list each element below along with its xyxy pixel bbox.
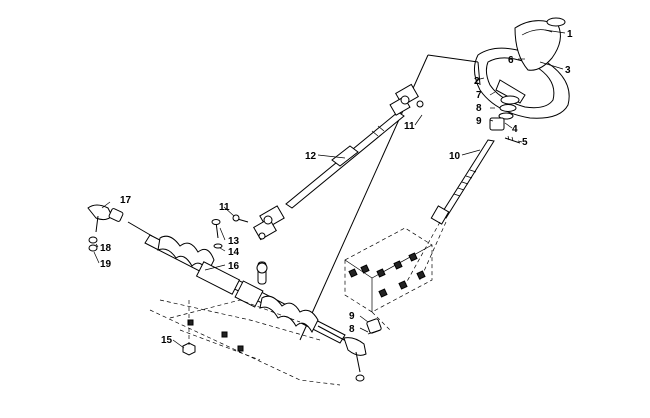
callout-8-lower: 8 <box>349 324 355 335</box>
callout-18: 18 <box>100 243 112 254</box>
wheel-hub-stack <box>489 95 520 131</box>
callout-6: 6 <box>508 55 514 66</box>
horn-cap <box>546 17 566 27</box>
pinch-bolt <box>232 214 249 223</box>
callout-15: 15 <box>161 335 173 346</box>
callout-16: 16 <box>228 261 240 272</box>
callout-9-upper: 9 <box>476 116 482 127</box>
steering-wheel <box>474 20 570 119</box>
steering-rack <box>144 234 346 344</box>
column-mount-bracket <box>344 227 433 331</box>
tie-rod-end-left <box>87 204 153 252</box>
callout-3: 3 <box>565 65 571 76</box>
callout-7: 7 <box>476 90 482 101</box>
callout-12: 12 <box>305 151 317 162</box>
callout-8-upper: 8 <box>476 103 482 114</box>
callout-9-lower: 9 <box>349 311 355 322</box>
callout-14: 14 <box>228 247 240 258</box>
callout-2: 2 <box>474 76 480 87</box>
lower-u-joint <box>253 205 285 241</box>
callout-labels: 1 2 3 4 5 6 7 8 8 9 9 10 11 11 12 13 14 … <box>100 29 573 346</box>
callout-11-upper: 11 <box>404 121 415 132</box>
callout-19: 19 <box>100 259 112 270</box>
callout-5: 5 <box>522 137 528 148</box>
leader-lines <box>93 29 566 349</box>
callout-10: 10 <box>449 151 461 162</box>
rack-mount-bolt <box>211 219 223 249</box>
steering-column-shaft <box>430 139 495 225</box>
hub-bolt <box>504 135 521 144</box>
callout-13: 13 <box>228 236 240 247</box>
lower-bushing <box>366 318 382 335</box>
frame-crossmember <box>149 299 341 386</box>
callout-11-lower: 11 <box>219 202 230 213</box>
callout-4: 4 <box>512 124 518 135</box>
upper-u-joint <box>389 83 424 116</box>
tie-rod-end-right <box>317 325 367 382</box>
intermediate-shaft <box>285 111 405 209</box>
callout-1: 1 <box>567 29 573 40</box>
callout-17: 17 <box>120 195 132 206</box>
